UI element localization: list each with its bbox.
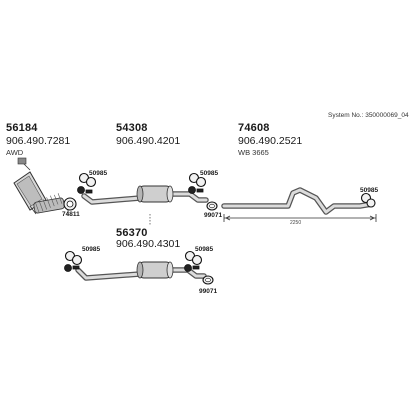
- clamp-50985-a-drawing: [77, 172, 97, 194]
- part-number-56184: 56184: [6, 122, 38, 134]
- part-number-56370: 56370: [116, 227, 148, 239]
- clamp-label-50985-c: 50985: [360, 187, 379, 194]
- catalytic-converter-56184: [13, 157, 65, 215]
- pipe-length-dimension: 2250: [290, 220, 302, 226]
- oem-number-54308: 906.490.4201: [116, 135, 181, 147]
- oem-number-56370: 906.490.4301: [116, 238, 181, 250]
- system-number: System No.: 350000069_04: [328, 112, 409, 119]
- clamp-50985-d-drawing: [64, 250, 83, 272]
- clamp-label-99071-a: 99071: [204, 212, 223, 219]
- intermediate-pipe-56370: [75, 261, 207, 281]
- clamp-label-99071-b: 99071: [199, 288, 218, 295]
- clamp-50985-e-drawing: [184, 250, 203, 272]
- clamp-label-50985-e: 50985: [195, 246, 214, 253]
- part-number-74608: 74608: [238, 122, 270, 134]
- clamp-50985-b-drawing: [188, 172, 207, 194]
- clamp-label-50985-a: 50985: [89, 170, 108, 177]
- clamp-label-50985-b: 50985: [200, 170, 219, 177]
- variant-note-56184: AWD: [6, 148, 24, 157]
- wheelbase-note-74608: WB 3665: [238, 148, 269, 157]
- clamp-label-74811: 74811: [62, 211, 80, 218]
- oem-number-56184: 906.490.7281: [6, 135, 71, 147]
- oem-number-74608: 906.490.2521: [238, 135, 303, 147]
- clamp-74811-drawing: [63, 197, 77, 216]
- clamp-50985-c-drawing: [360, 192, 376, 208]
- intermediate-pipe-54308: [81, 185, 209, 205]
- tail-pipe-74608: [221, 187, 377, 222]
- clamp-99071-b-drawing: [202, 275, 214, 285]
- part-number-54308: 54308: [116, 122, 148, 134]
- clamp-label-50985-d: 50985: [82, 246, 101, 253]
- clamp-99071-a-drawing: [206, 201, 218, 211]
